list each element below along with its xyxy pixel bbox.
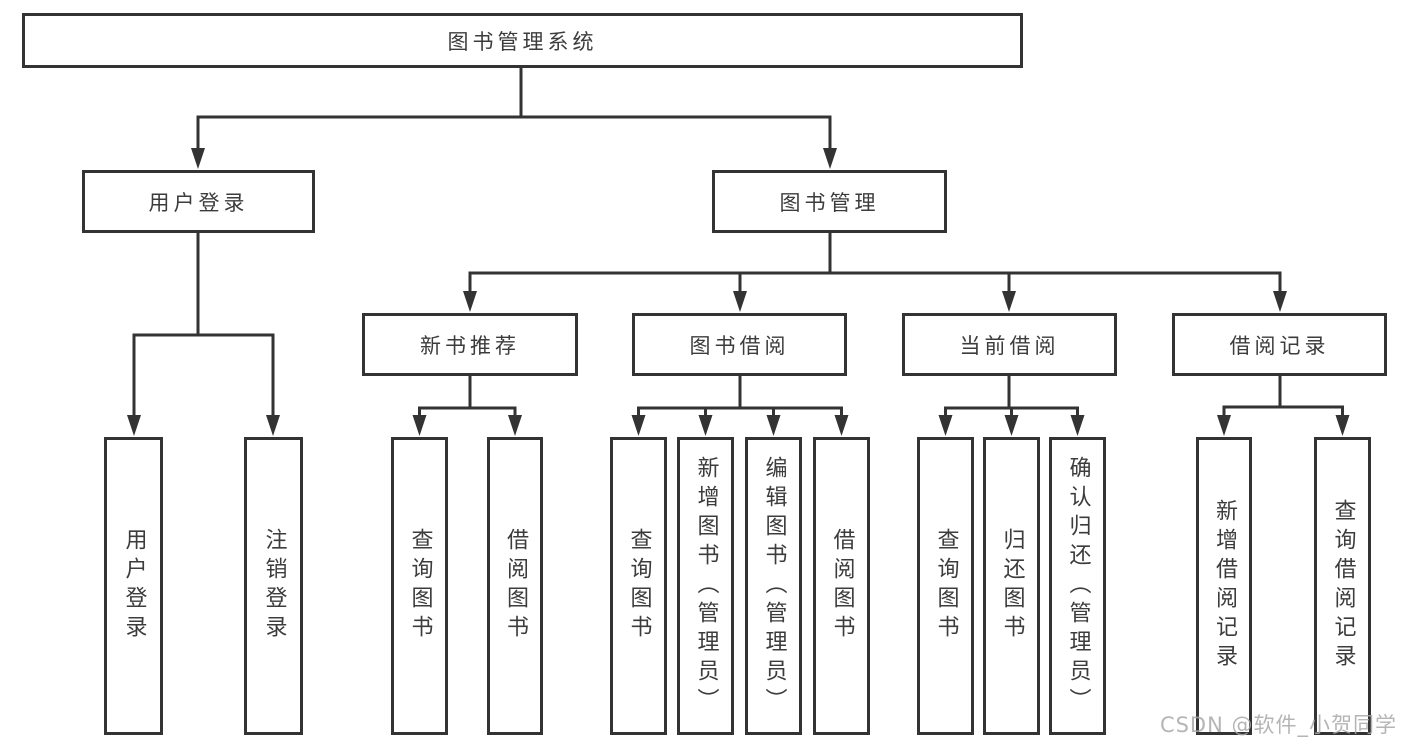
leaf-logout: 注销登录 [244,437,303,735]
leaf-current-return-books-label: 归还图书 [999,528,1025,644]
node-book-management-label: 图书管理 [779,190,880,215]
leaf-current-return-books: 归还图书 [983,437,1040,735]
leaf-records-add-record: 新增借阅记录 [1196,437,1252,735]
csdn-watermark: CSDN @软件_小贺同学 [1159,713,1397,737]
leaf-borrow-edit-books-admin-label: 编辑图书（管理员） [761,455,787,717]
leaf-current-confirm-return-admin-label: 确认归还（管理员） [1065,455,1091,717]
leaf-borrow-edit-books-admin: 编辑图书（管理员） [745,437,802,735]
node-borrow-records-label: 借阅记录 [1229,333,1330,358]
leaf-borrow-borrow-books-label: 借阅图书 [829,528,855,644]
node-user-login-branch-label: 用户登录 [148,190,249,215]
node-book-management: 图书管理 [712,170,947,233]
node-current-borrow: 当前借阅 [902,313,1117,376]
node-new-book-recommend-label: 新书推荐 [420,333,520,358]
leaf-borrow-add-books-admin: 新增图书（管理员） [677,437,734,735]
leaf-current-query-books-label: 查询图书 [933,528,959,644]
node-root-system: 图书管理系统 [22,13,1023,68]
leaf-records-query-record: 查询借阅记录 [1314,437,1371,735]
leaf-recommend-query-books-label: 查询图书 [407,528,433,644]
leaf-user-login: 用户登录 [104,437,163,735]
node-new-book-recommend: 新书推荐 [362,313,578,376]
node-borrow-records: 借阅记录 [1172,313,1387,376]
node-book-borrow: 图书借阅 [632,313,847,376]
leaf-borrow-query-books-label: 查询图书 [626,528,652,644]
leaf-records-query-record-label: 查询借阅记录 [1330,499,1356,673]
leaf-records-add-record-label: 新增借阅记录 [1212,499,1237,673]
leaf-logout-label: 注销登录 [261,528,287,644]
node-book-borrow-label: 图书借阅 [689,333,790,358]
leaf-borrow-query-books: 查询图书 [610,437,667,735]
node-current-borrow-label: 当前借阅 [959,333,1060,358]
leaf-recommend-borrow-books: 借阅图书 [487,437,543,735]
leaf-borrow-add-books-admin-label: 新增图书（管理员） [693,455,719,717]
node-root-system-label: 图书管理系统 [447,29,598,54]
leaf-current-query-books: 查询图书 [917,437,974,735]
leaf-recommend-borrow-books-label: 借阅图书 [503,528,528,644]
leaf-borrow-borrow-books: 借阅图书 [813,437,870,735]
connector-segments [132,68,1344,417]
leaf-user-login-label: 用户登录 [121,528,147,644]
leaf-recommend-query-books: 查询图书 [391,437,448,735]
arrowheads [127,148,1350,436]
node-user-login-branch: 用户登录 [82,170,315,233]
leaf-current-confirm-return-admin: 确认归还（管理员） [1049,437,1106,735]
